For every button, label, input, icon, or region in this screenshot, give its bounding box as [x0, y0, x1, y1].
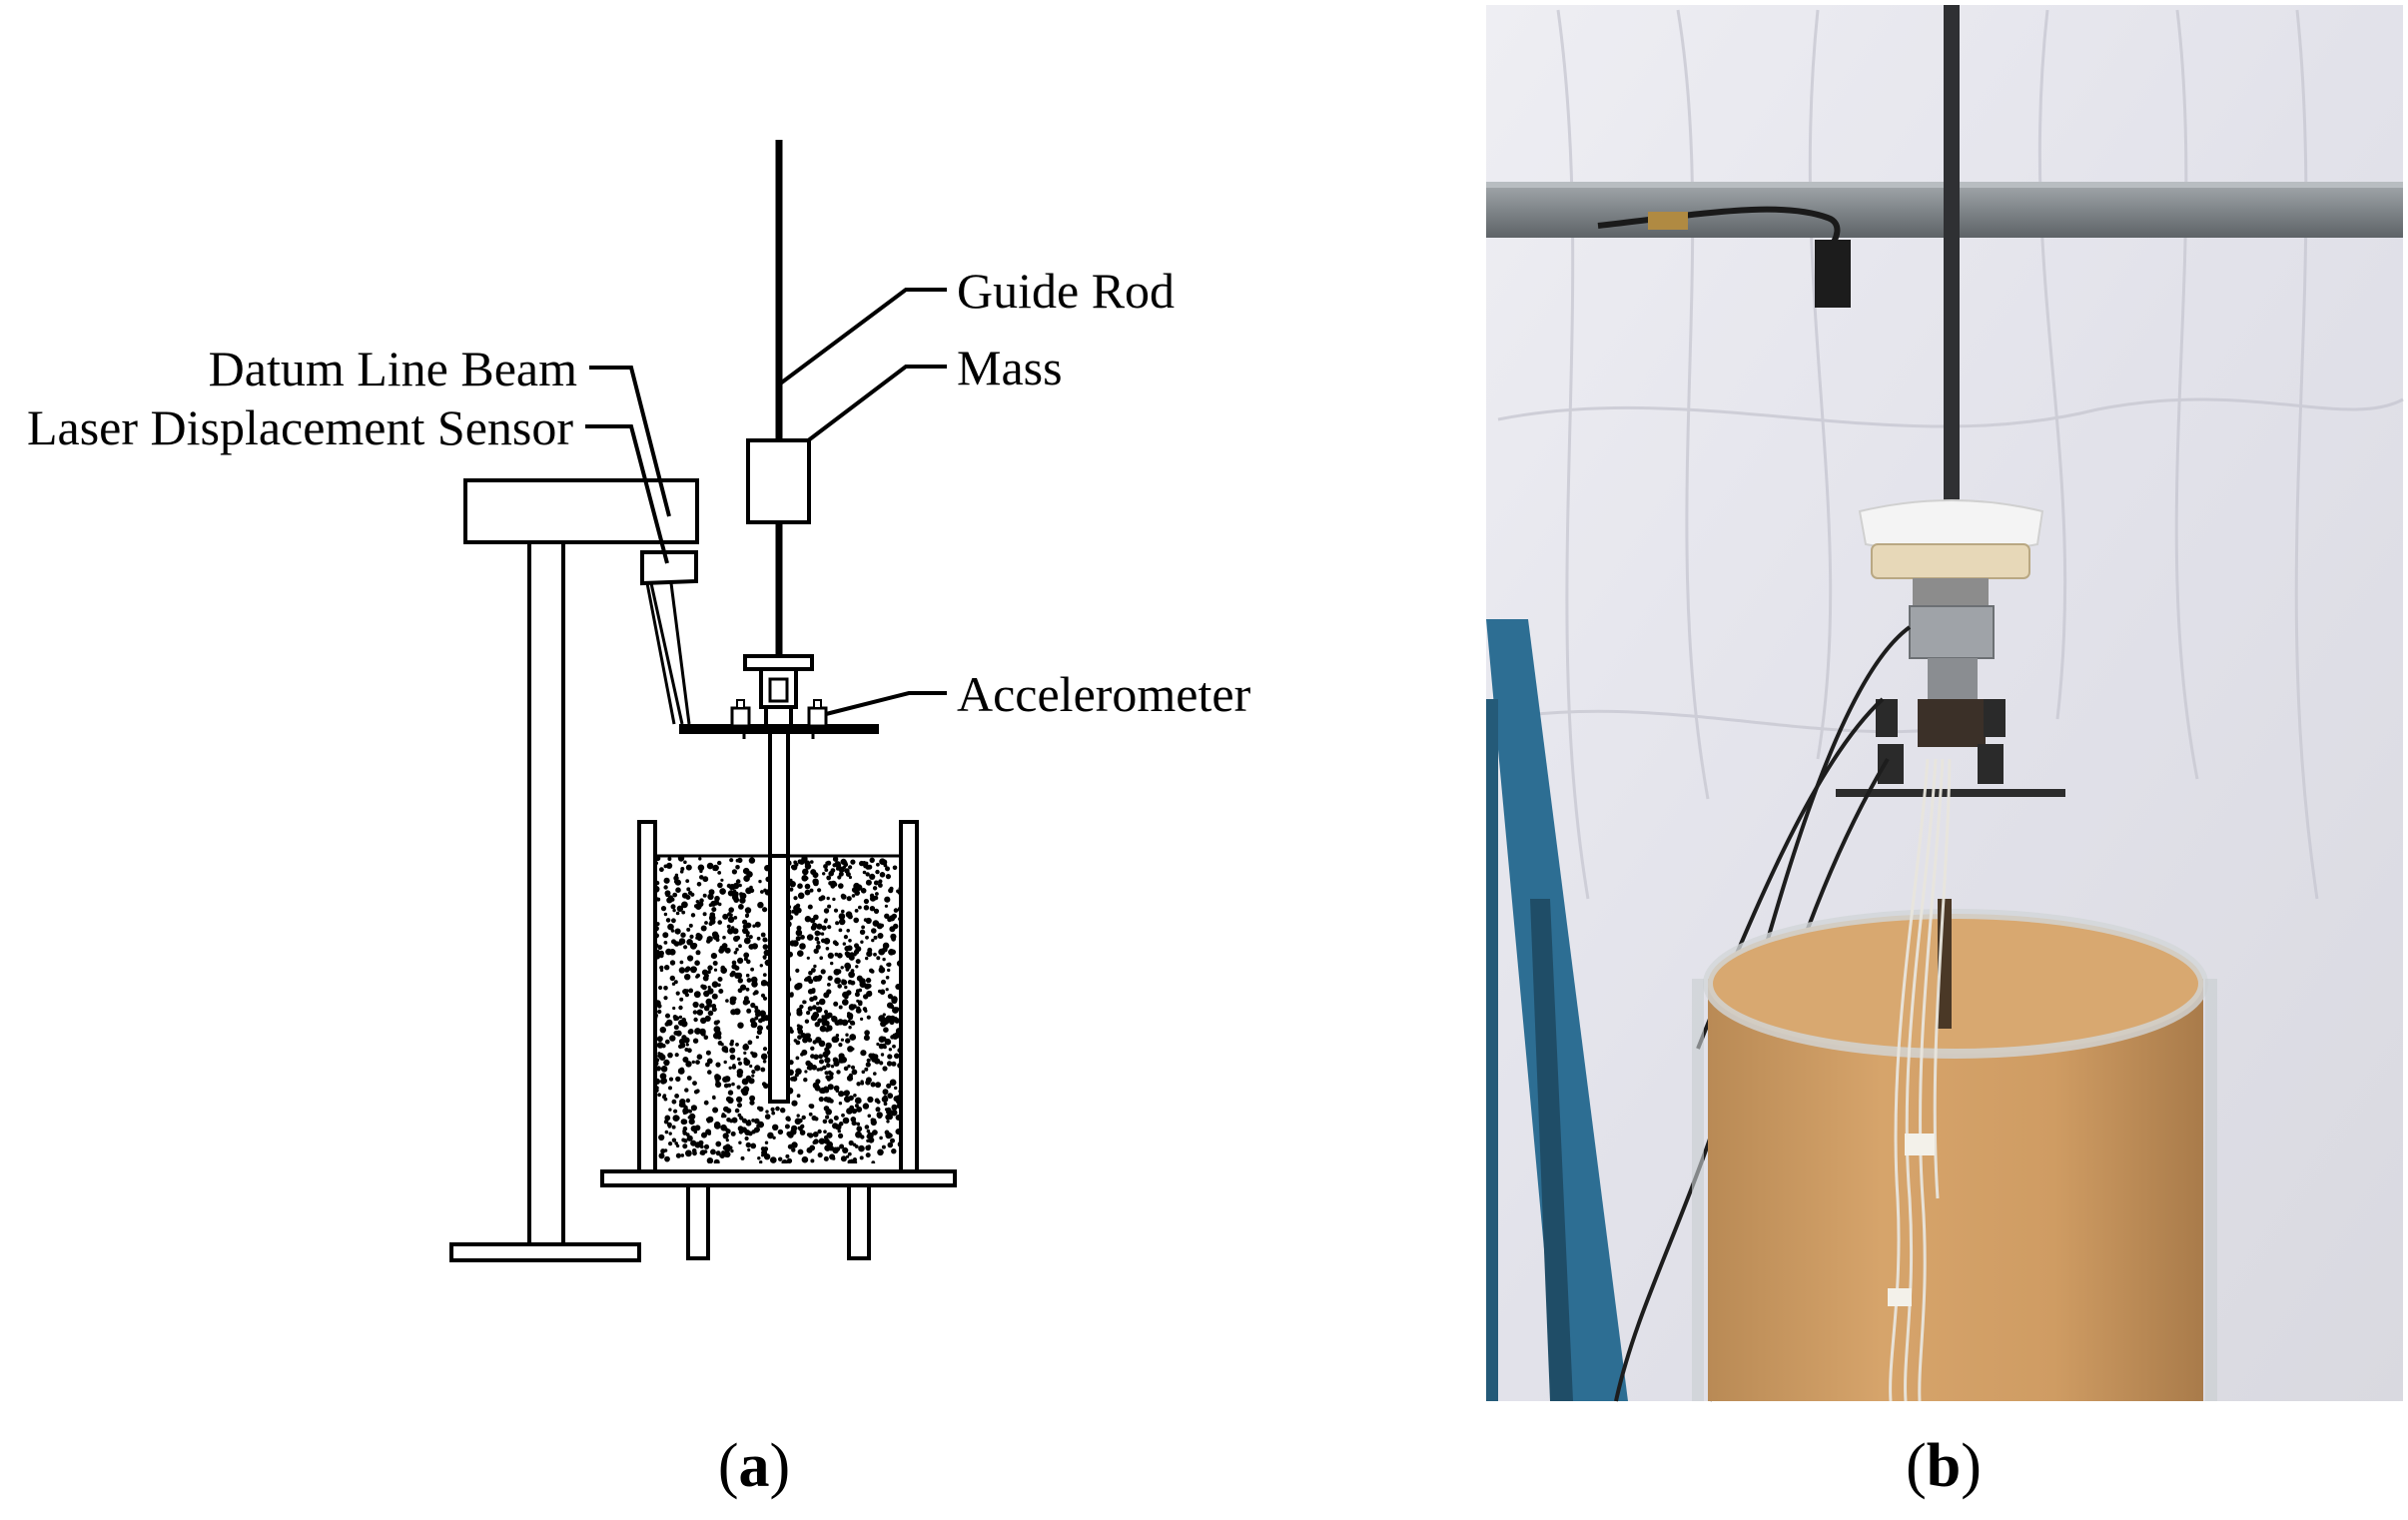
leader-mass: [805, 365, 947, 443]
label-laser-displacement-sensor: Laser Displacement Sensor: [27, 399, 573, 455]
laser-displacement-sensor: [640, 550, 698, 725]
label-accelerometer: Accelerometer: [957, 666, 1251, 722]
cable-clip: [1648, 212, 1688, 230]
guide-rod-photo: [1944, 5, 1960, 514]
accelerometer-right: [807, 706, 828, 728]
leader-datum-line-beam: [589, 366, 671, 517]
label-mass: Mass: [957, 340, 1063, 395]
accelerometer-left: [730, 706, 751, 728]
caption-b: (b): [1906, 1432, 1982, 1500]
mass-block: [746, 438, 811, 524]
blue-frame: [1486, 619, 1628, 1401]
leader-guide-rod: [777, 288, 947, 386]
base-plate-photo: [1836, 789, 2065, 797]
sand-container-photo: [1692, 899, 2217, 1401]
caption-a: (a): [718, 1432, 790, 1500]
load-cell-photo: [1909, 605, 1995, 659]
schematic-panel: [449, 140, 957, 1262]
label-guide-rod: Guide Rod: [957, 263, 1175, 319]
leader-accelerometer: [825, 691, 947, 716]
leader-laser-sensor: [585, 424, 669, 564]
leader-lines: [585, 288, 947, 716]
soil-container: [637, 820, 919, 1173]
impact-assembly: [743, 654, 814, 731]
experiment-photo: [1486, 5, 2404, 1402]
laser-sensor-photo: [1815, 240, 1851, 308]
platform: [600, 1169, 957, 1260]
label-datum-line-beam: Datum Line Beam: [209, 341, 577, 396]
datum-line-beam-stand: [449, 478, 699, 1262]
